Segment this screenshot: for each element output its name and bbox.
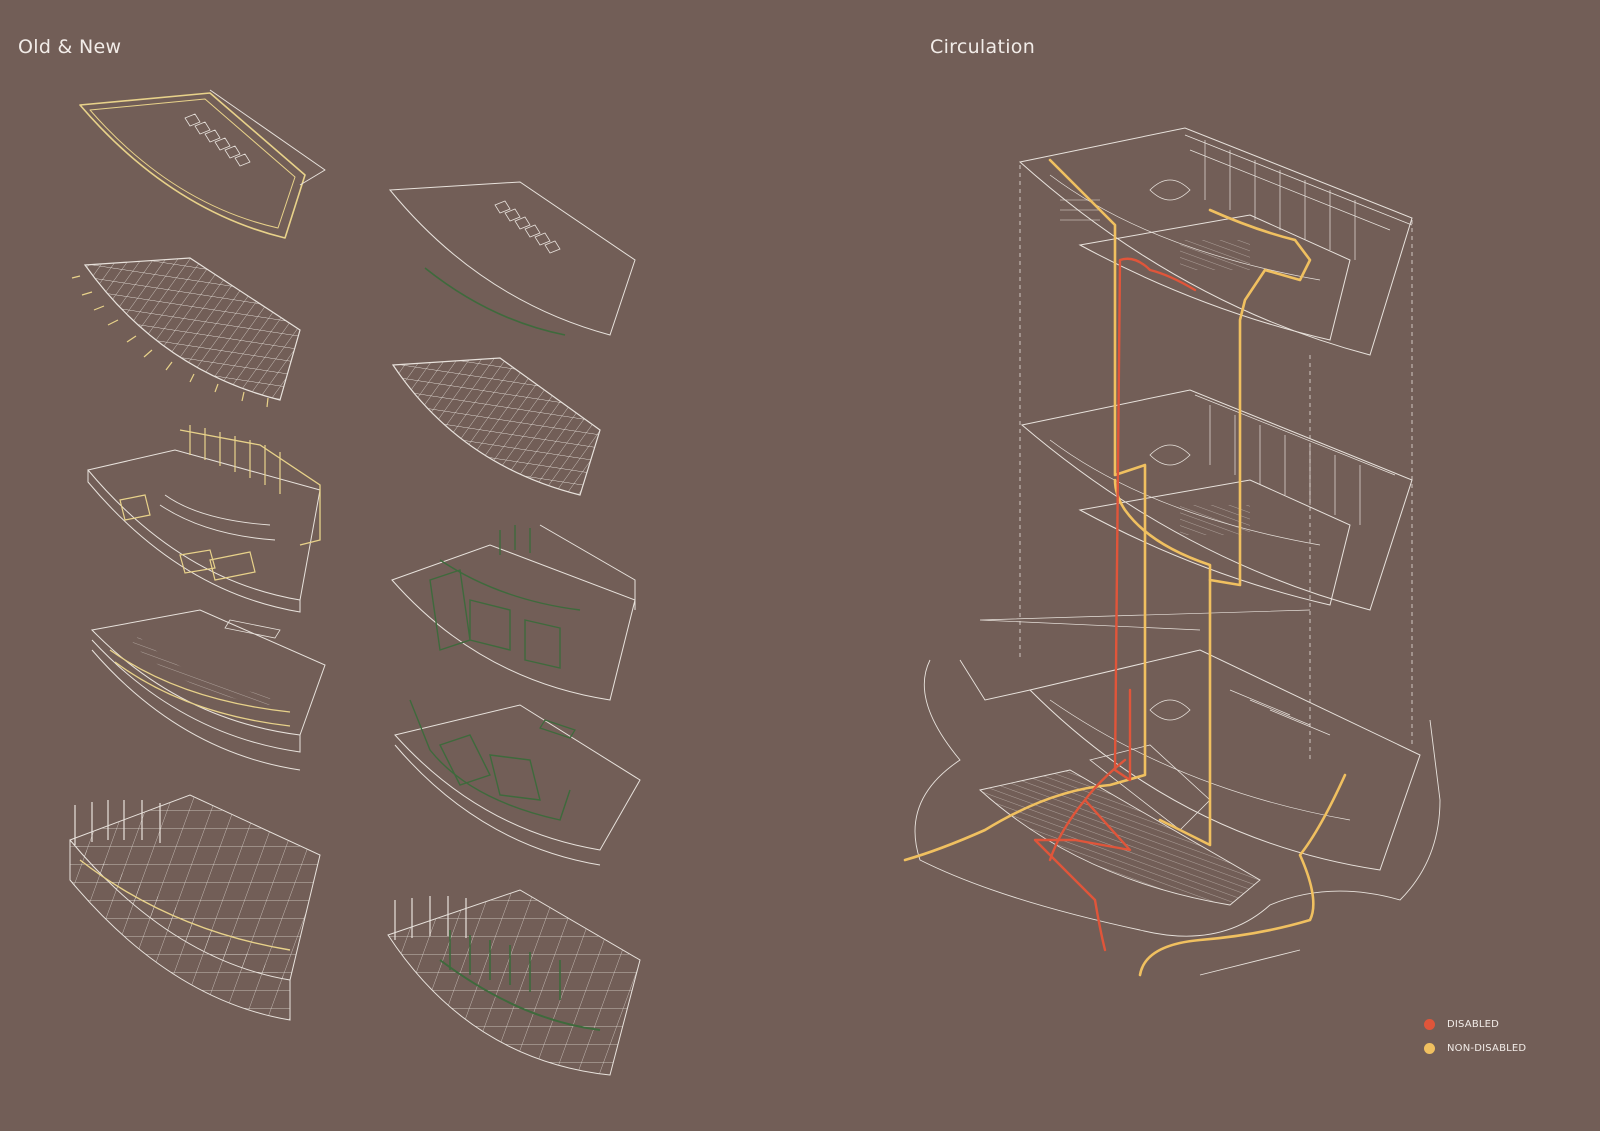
old-roof-grid bbox=[71, 257, 301, 408]
floor-top bbox=[1018, 127, 1413, 356]
legend-label-disabled: DISABLED bbox=[1447, 1018, 1500, 1030]
new-structure-frame bbox=[387, 889, 641, 1076]
disabled-route bbox=[1033, 257, 1197, 952]
old-level-seating bbox=[90, 609, 326, 771]
non-disabled-route bbox=[903, 158, 1347, 977]
legend-item-non-disabled: NON-DISABLED bbox=[1424, 1036, 1526, 1060]
new-level-upper bbox=[391, 524, 636, 701]
new-roof-grid bbox=[391, 357, 601, 496]
circulation-axonometric bbox=[903, 127, 1441, 977]
circulation-legend: DISABLED NON-DISABLED bbox=[1424, 1012, 1526, 1060]
old-structure-frame bbox=[69, 794, 321, 1021]
site-outline bbox=[914, 659, 1441, 976]
old-and-new-title: Old & New bbox=[18, 36, 122, 58]
old-roof-plate bbox=[79, 89, 326, 239]
legend-label-non-disabled: NON-DISABLED bbox=[1447, 1042, 1527, 1054]
circulation-title: Circulation bbox=[930, 36, 1036, 58]
new-roof-plate bbox=[388, 181, 636, 336]
floor-ground bbox=[979, 649, 1421, 906]
non-disabled-swatch bbox=[1424, 1042, 1435, 1054]
legend-item-disabled: DISABLED bbox=[1424, 1012, 1526, 1036]
new-level-seating bbox=[394, 699, 641, 866]
floor-middle bbox=[979, 389, 1413, 631]
disabled-swatch bbox=[1424, 1018, 1435, 1030]
old-level-upper bbox=[87, 425, 321, 613]
